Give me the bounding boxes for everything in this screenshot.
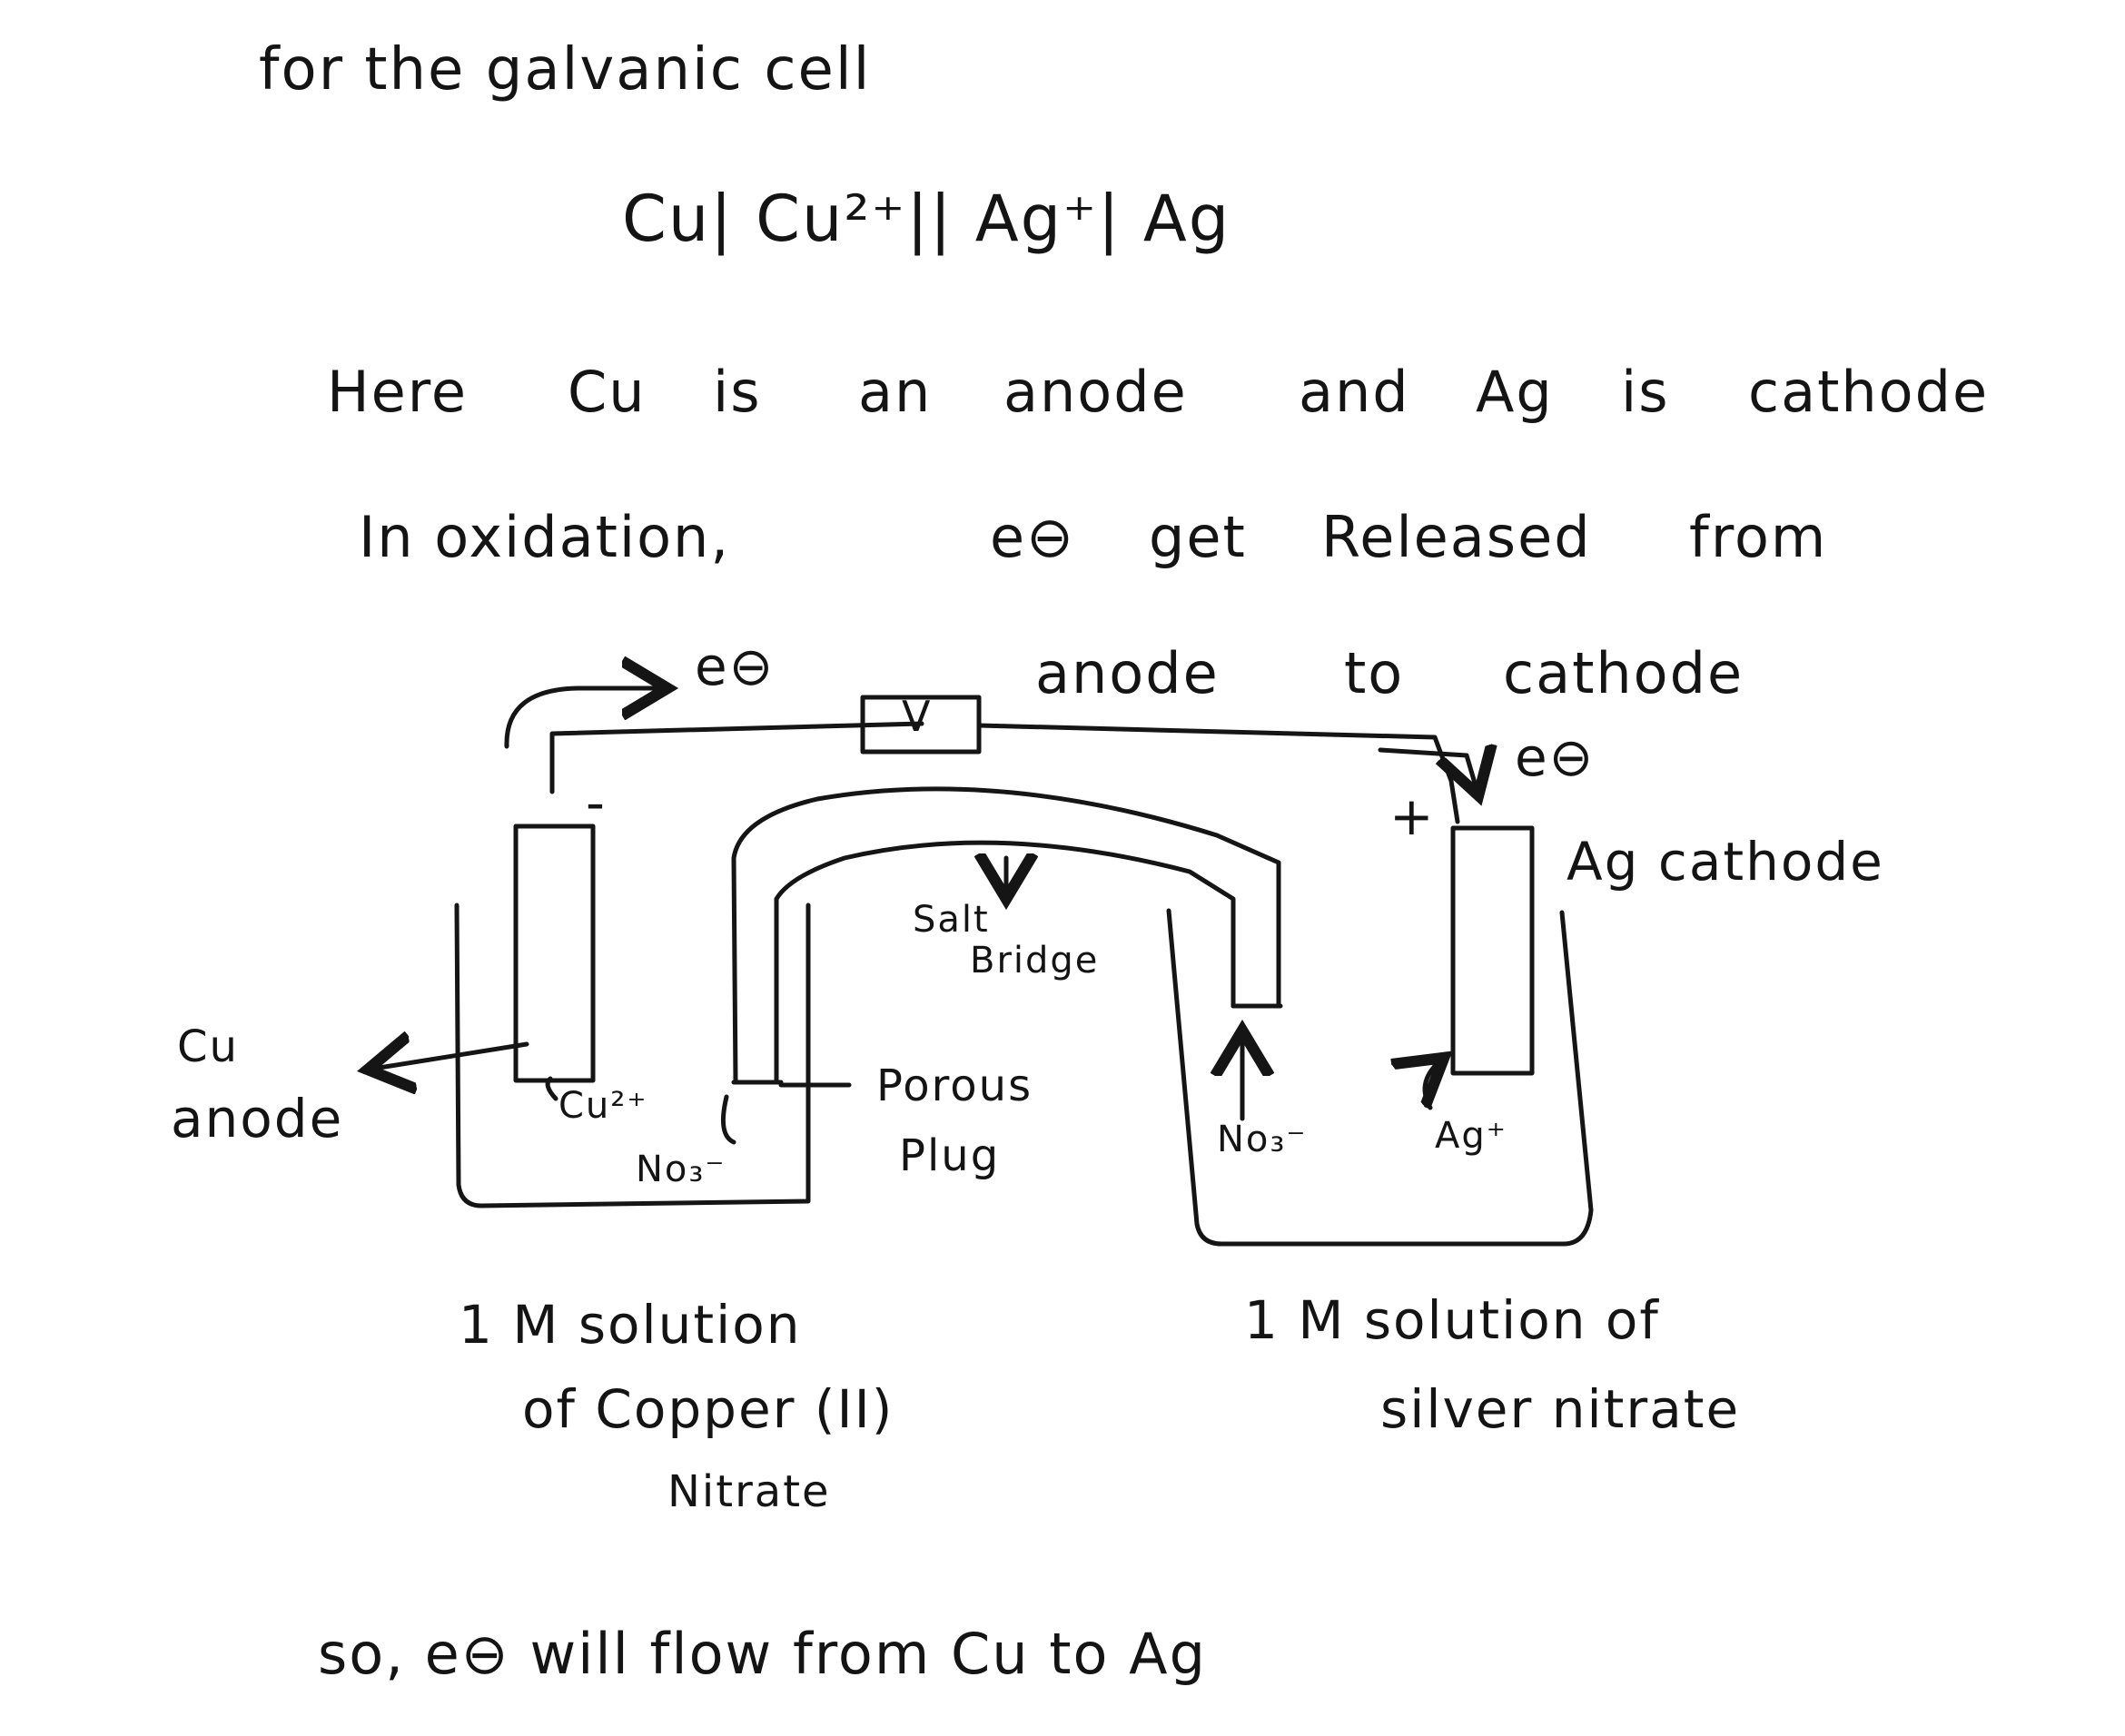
text-in-oxidation: In oxidation, [359,504,731,570]
salt-bridge-inner [774,840,1236,1085]
label-salt-bridge-line1: Salt [913,899,990,941]
salt-bridge-outer [731,786,1281,1085]
text-an: an [858,359,933,425]
cell-notation: Cu| Cu²⁺|| Ag⁺| Ag [622,182,1231,256]
conclusion: so, e⊖ will flow from Cu to Ag [318,1621,1207,1687]
voltmeter-label: V [902,692,933,741]
label-no3-right: No₃⁻ [1217,1119,1308,1160]
text-ag: Ag [1476,359,1554,425]
label-left-solution-line1: 1 M solution [459,1294,802,1356]
text-is-2: is [1621,359,1670,425]
ag-ion-pointer [1425,1058,1444,1110]
title: for the galvanic cell [259,36,872,104]
label-no3-left: No₃⁻ [636,1149,726,1190]
label-left-solution-line3: Nitrate [667,1466,831,1517]
label-electron-top: e⊖ [695,636,776,697]
text-to: to [1344,640,1405,706]
label-electron-right: e⊖ [1515,726,1596,788]
cu2-ion-pointer [545,1076,558,1101]
no3-left-pointer [720,1094,736,1145]
label-cu2-ion: Cu²⁺ [558,1085,648,1127]
text-cathode: cathode [1748,359,1990,425]
label-right-solution-line1: 1 M solution of [1244,1289,1660,1351]
text-anode: anode [1003,359,1188,425]
text-released: Released [1321,504,1592,570]
ag-electrode [1450,825,1535,1076]
text-get: get [1149,504,1247,570]
text-cathode-2: cathode [1503,640,1744,706]
external-wire-left [549,721,924,794]
text-here: Here [327,359,469,425]
electron-arrow-right [1378,750,1478,795]
label-cu-anode-line1: Cu [177,1021,239,1072]
right-beaker [1166,908,1594,1247]
label-porous-line1: Porous [876,1060,1033,1111]
label-left-solution-line2: of Copper (II) [522,1378,894,1440]
text-and: and [1299,359,1410,425]
cu-electrode [513,824,596,1083]
left-beaker [454,903,811,1208]
label-salt-bridge-line2: Bridge [970,940,1100,981]
text-electron: e⊖ [990,504,1076,570]
label-ag-ion: Ag⁺ [1435,1115,1507,1157]
electron-arrow-top [504,688,667,749]
label-minus: - [586,772,607,833]
text-cu: Cu [568,359,647,425]
label-right-solution-line2: silver nitrate [1380,1378,1741,1440]
text-from: from [1689,504,1828,570]
label-porous-line2: Plug [899,1130,1001,1181]
label-cu-anode-line2: anode [171,1088,344,1149]
label-plus: + [1389,785,1436,847]
label-ag-cathode: Ag cathode [1567,831,1884,893]
text-anode-2: anode [1035,640,1220,706]
text-is-1: is [713,359,762,425]
cu-anode-pointer [368,1044,529,1070]
external-wire-right [976,723,1460,824]
